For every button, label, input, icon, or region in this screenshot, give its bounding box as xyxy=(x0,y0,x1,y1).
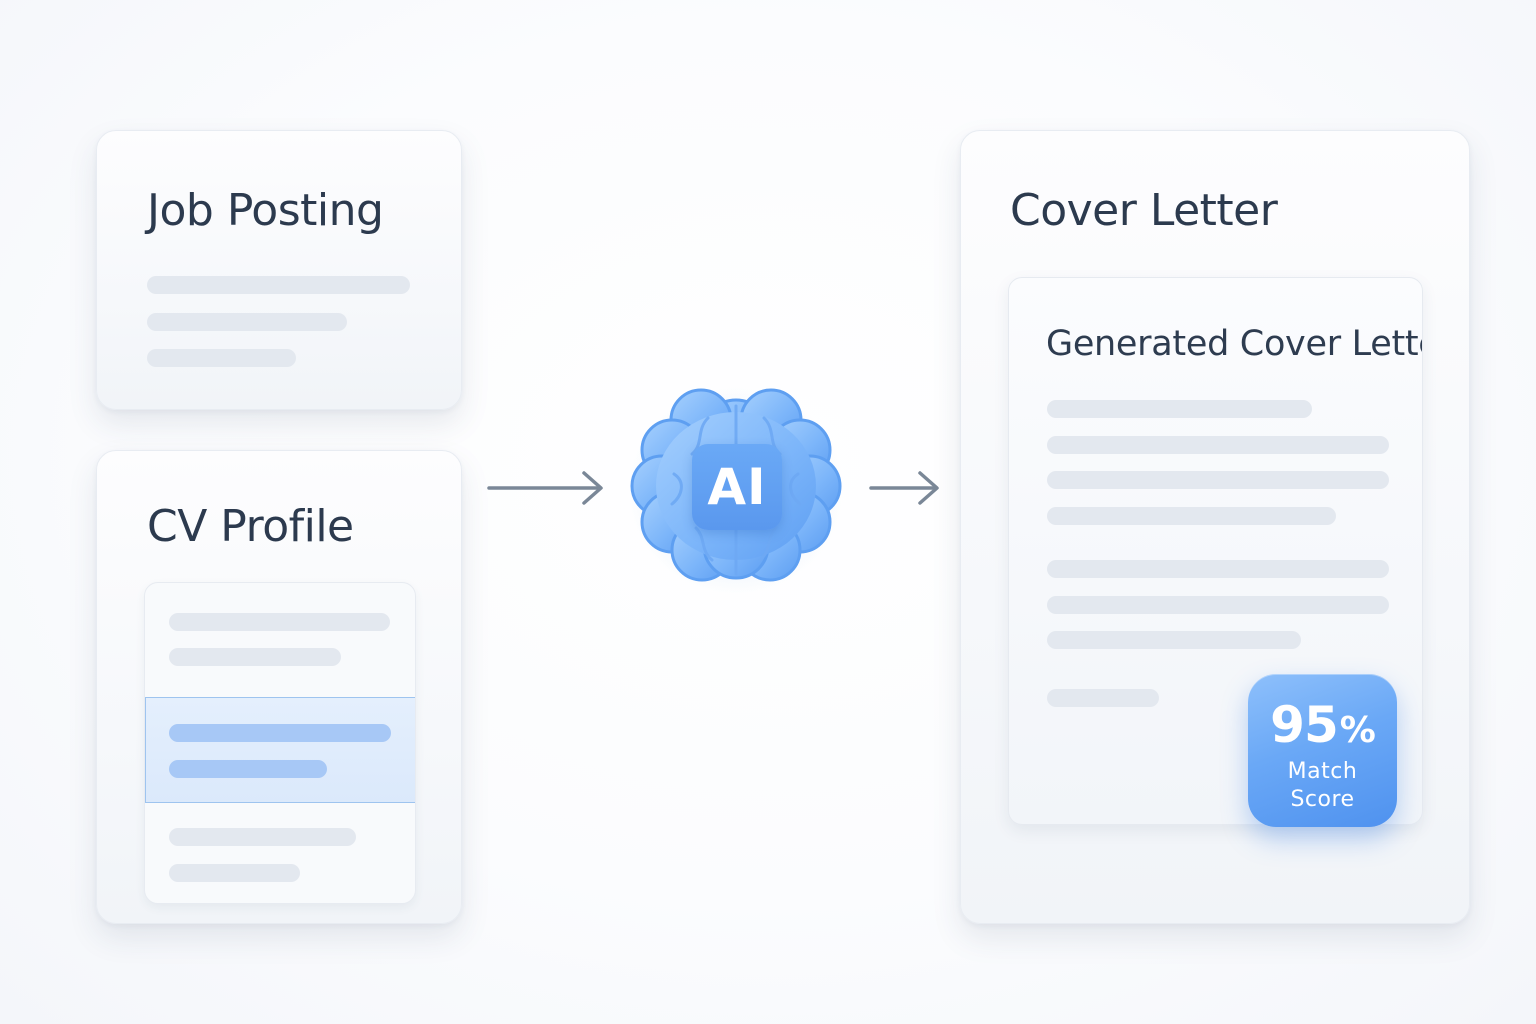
text-placeholder-line xyxy=(147,313,347,331)
text-placeholder-line xyxy=(169,613,390,631)
arrow-right-icon xyxy=(487,471,603,505)
generated-cover-letter-document: Generated Cover Letter xyxy=(1008,277,1423,825)
text-placeholder-line xyxy=(1047,400,1312,418)
text-placeholder-line xyxy=(147,276,410,294)
cv-document xyxy=(144,582,416,904)
cv-profile-title: CV Profile xyxy=(147,501,354,552)
ai-label: AI xyxy=(707,458,767,516)
match-score-badge: 95% Match Score xyxy=(1248,674,1397,827)
text-placeholder-line xyxy=(1047,596,1389,614)
text-placeholder-line xyxy=(1047,560,1389,578)
text-placeholder-line xyxy=(169,648,341,666)
text-placeholder-line xyxy=(169,864,300,882)
job-posting-title: Job Posting xyxy=(147,185,384,236)
cover-letter-title: Cover Letter xyxy=(1010,185,1278,236)
text-placeholder-line xyxy=(147,349,296,367)
arrow-right-icon xyxy=(869,471,939,505)
ai-chip: AI xyxy=(692,444,782,530)
job-posting-card: Job Posting xyxy=(96,130,462,410)
match-score-value: 95% xyxy=(1270,696,1376,754)
cover-letter-card: Cover Letter Generated Cover Letter xyxy=(960,130,1470,924)
text-placeholder-line xyxy=(1047,631,1301,649)
cv-profile-card: CV Profile xyxy=(96,450,462,924)
text-placeholder-line xyxy=(1047,471,1389,489)
generated-cover-letter-title: Generated Cover Letter xyxy=(1046,324,1423,364)
match-score-label: Match Score xyxy=(1287,759,1358,812)
text-placeholder-line xyxy=(169,828,356,846)
highlighted-line xyxy=(169,760,327,778)
ai-brain-node: AI xyxy=(626,378,846,594)
text-placeholder-line xyxy=(1047,507,1336,525)
text-placeholder-line xyxy=(1047,689,1159,707)
highlighted-line xyxy=(169,724,391,742)
matched-section-highlight xyxy=(145,697,415,803)
text-placeholder-line xyxy=(1047,436,1389,454)
